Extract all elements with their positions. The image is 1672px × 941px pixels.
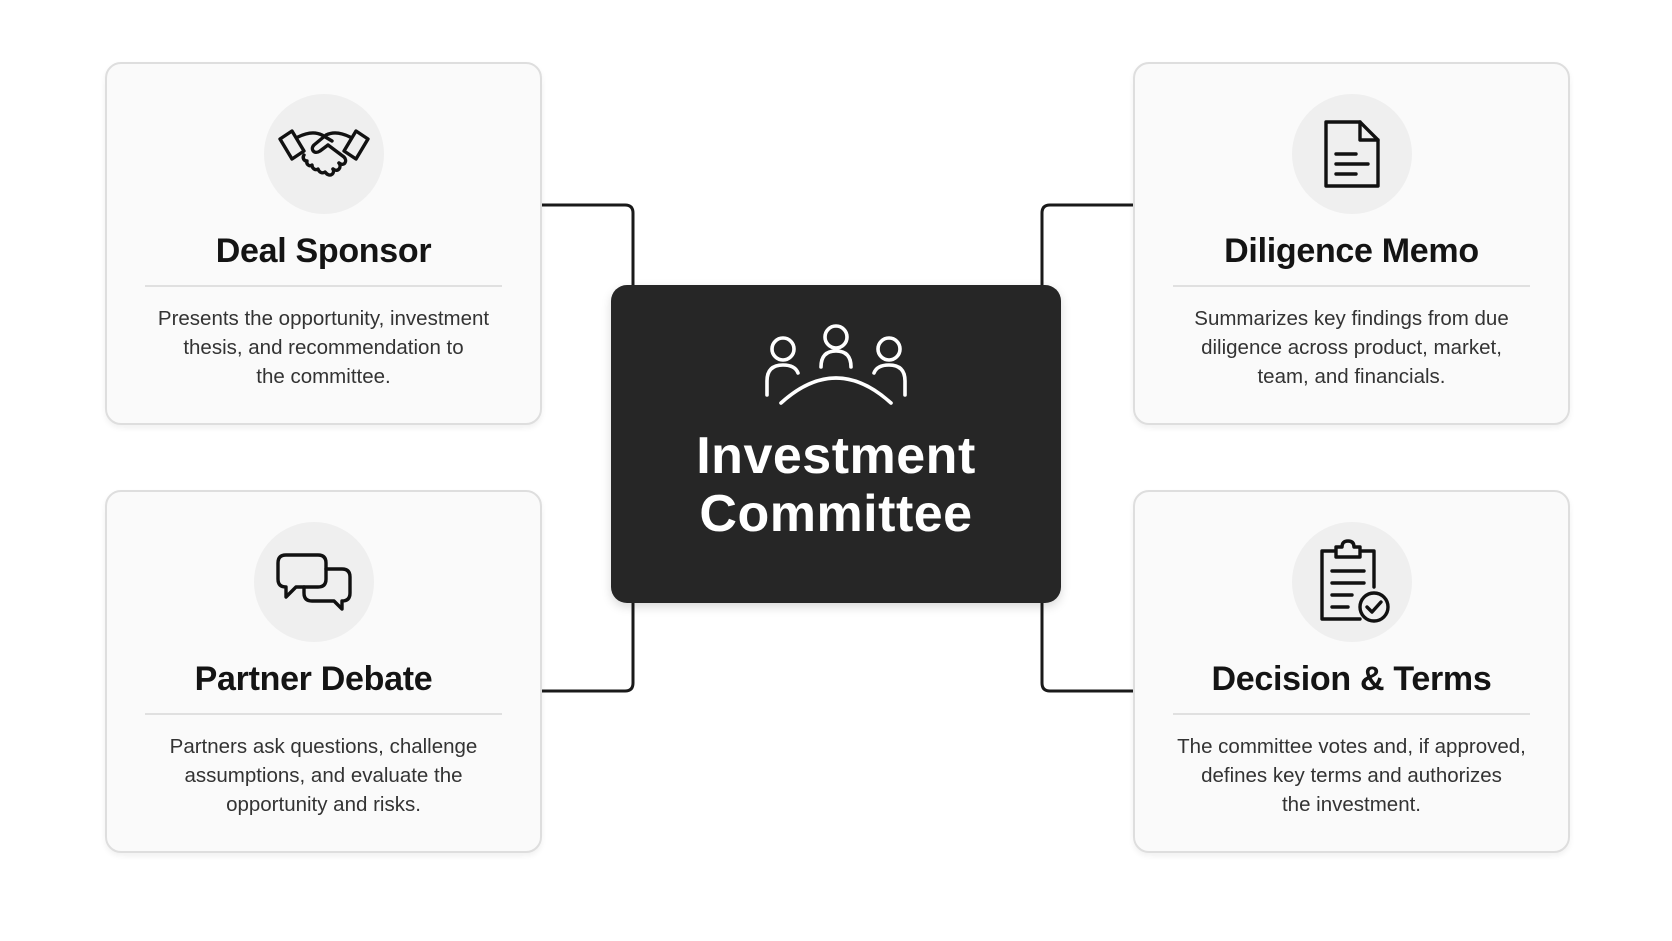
chat-bubbles-icon bbox=[253, 522, 374, 642]
desc-line: defines key terms and authorizes bbox=[1201, 764, 1502, 787]
card-decision-terms: Decision & Terms The committee votes and… bbox=[1133, 490, 1570, 853]
center-title-line: Committee bbox=[699, 485, 973, 543]
card-description: Summarizes key findings from due diligen… bbox=[1175, 304, 1528, 391]
card-diligence-memo: Diligence Memo Summarizes key findings f… bbox=[1133, 62, 1570, 425]
connector-deal-sponsor bbox=[542, 203, 635, 285]
desc-line: team, and financials. bbox=[1257, 365, 1446, 388]
center-title-line: Investment bbox=[696, 427, 976, 485]
desc-line: thesis, and recommendation to bbox=[183, 336, 464, 359]
clipboard-check-icon bbox=[1291, 522, 1412, 642]
divider bbox=[1173, 285, 1530, 287]
document-icon bbox=[1291, 94, 1412, 214]
connector-diligence-memo bbox=[1040, 203, 1133, 285]
handshake-icon bbox=[263, 94, 384, 214]
desc-line: the committee. bbox=[256, 365, 391, 388]
card-deal-sponsor: Deal Sponsor Presents the opportunity, i… bbox=[105, 62, 542, 425]
desc-line: The committee votes and, if approved, bbox=[1177, 735, 1526, 758]
desc-line: Partners ask questions, challenge bbox=[169, 735, 478, 758]
connector-decision-terms bbox=[1040, 603, 1133, 693]
card-partner-debate: Partner Debate Partners ask questions, c… bbox=[105, 490, 542, 853]
card-title: Deal Sponsor bbox=[215, 232, 432, 270]
divider bbox=[1173, 713, 1530, 715]
center-node-investment-committee: Investment Committee bbox=[611, 285, 1061, 603]
card-description: The committee votes and, if approved, de… bbox=[1165, 732, 1538, 819]
desc-line: Summarizes key findings from due bbox=[1194, 307, 1509, 330]
card-title: Diligence Memo bbox=[1224, 232, 1479, 270]
center-title: Investment Committee bbox=[611, 427, 1061, 543]
connector-partner-debate bbox=[542, 603, 635, 693]
card-title: Partner Debate bbox=[194, 660, 433, 698]
divider bbox=[145, 713, 502, 715]
divider bbox=[145, 285, 502, 287]
card-title: Decision & Terms bbox=[1211, 660, 1492, 698]
card-description: Partners ask questions, challenge assump… bbox=[147, 732, 500, 819]
desc-line: the investment. bbox=[1281, 793, 1421, 816]
group-meeting-icon bbox=[765, 324, 907, 405]
card-description: Presents the opportunity, investment the… bbox=[147, 304, 500, 391]
desc-line: assumptions, and evaluate the bbox=[184, 764, 463, 787]
desc-line: Presents the opportunity, investment bbox=[157, 307, 490, 330]
desc-line: opportunity and risks. bbox=[226, 793, 421, 816]
desc-line: diligence across product, market, bbox=[1201, 336, 1502, 359]
